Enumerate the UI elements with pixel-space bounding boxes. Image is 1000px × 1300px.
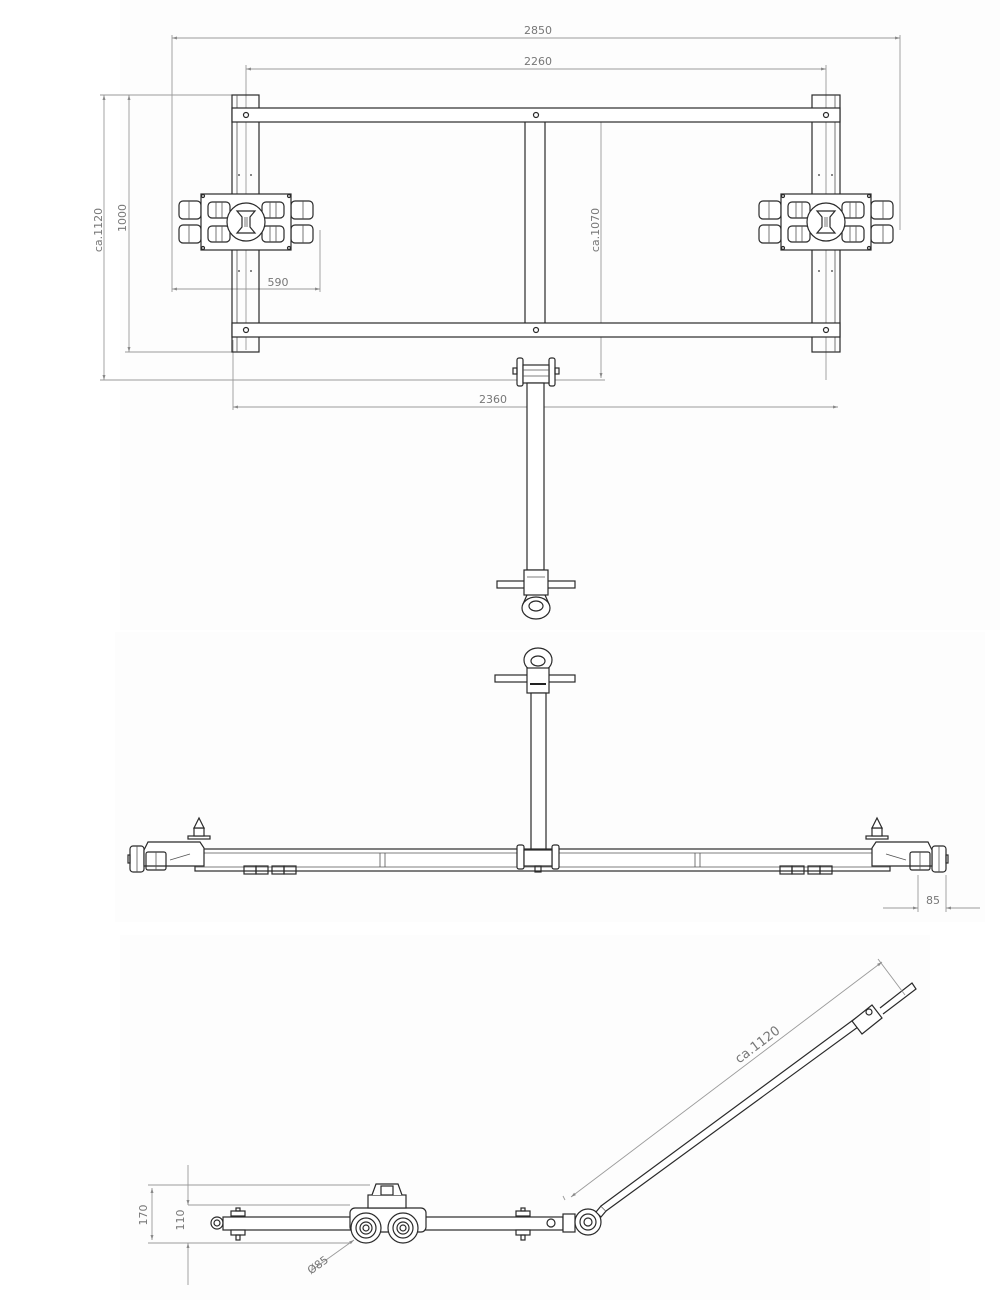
skate-left-front xyxy=(127,817,211,873)
dim-label-center-depth: ca.1070 xyxy=(589,208,602,252)
drawbar-side xyxy=(562,982,917,1236)
dim-label-drawbar-span: 2360 xyxy=(479,393,507,406)
drawbar-handle-front xyxy=(494,647,576,694)
skate-right-top xyxy=(758,193,894,251)
drawbar-hitch-front xyxy=(516,844,560,873)
frame-rear-beam xyxy=(231,322,841,338)
dim-label-total-height: 170 xyxy=(137,1205,150,1226)
dim-label-wheel-diameter: Ø85 xyxy=(305,1253,331,1277)
skate-left-top xyxy=(178,193,314,251)
drawbar-shaft-top xyxy=(526,382,545,571)
frame-front-beam xyxy=(231,107,841,123)
drawbar-shaft-front xyxy=(530,692,547,851)
skate-right-front xyxy=(865,817,949,873)
dim-drawbar-length xyxy=(570,961,883,1198)
dim-label-wheel-overhang: 85 xyxy=(926,894,940,907)
dim-label-skate-length: 590 xyxy=(268,276,289,289)
dim-label-overall-depth: ca.1120 xyxy=(92,208,105,252)
drawbar-handle-top xyxy=(496,569,576,620)
dim-label-frame-depth: 1000 xyxy=(116,204,129,232)
front-view: 85 xyxy=(127,647,980,912)
top-view-panel xyxy=(120,0,1000,630)
dim-label-frame-height: 110 xyxy=(174,1210,187,1231)
side-view: 170 110 xyxy=(137,958,917,1285)
drawbar-hitch-top xyxy=(512,357,560,387)
top-view: 2850 2260 2360 ca.1120 1000 ca.1070 590 xyxy=(92,24,901,620)
dim-label-overall-width: 2850 xyxy=(524,24,552,37)
dim-label-frame-width: 2260 xyxy=(524,55,552,68)
dim-label-drawbar-length: ca.1120 xyxy=(732,1023,783,1066)
skate-side xyxy=(349,1183,427,1244)
